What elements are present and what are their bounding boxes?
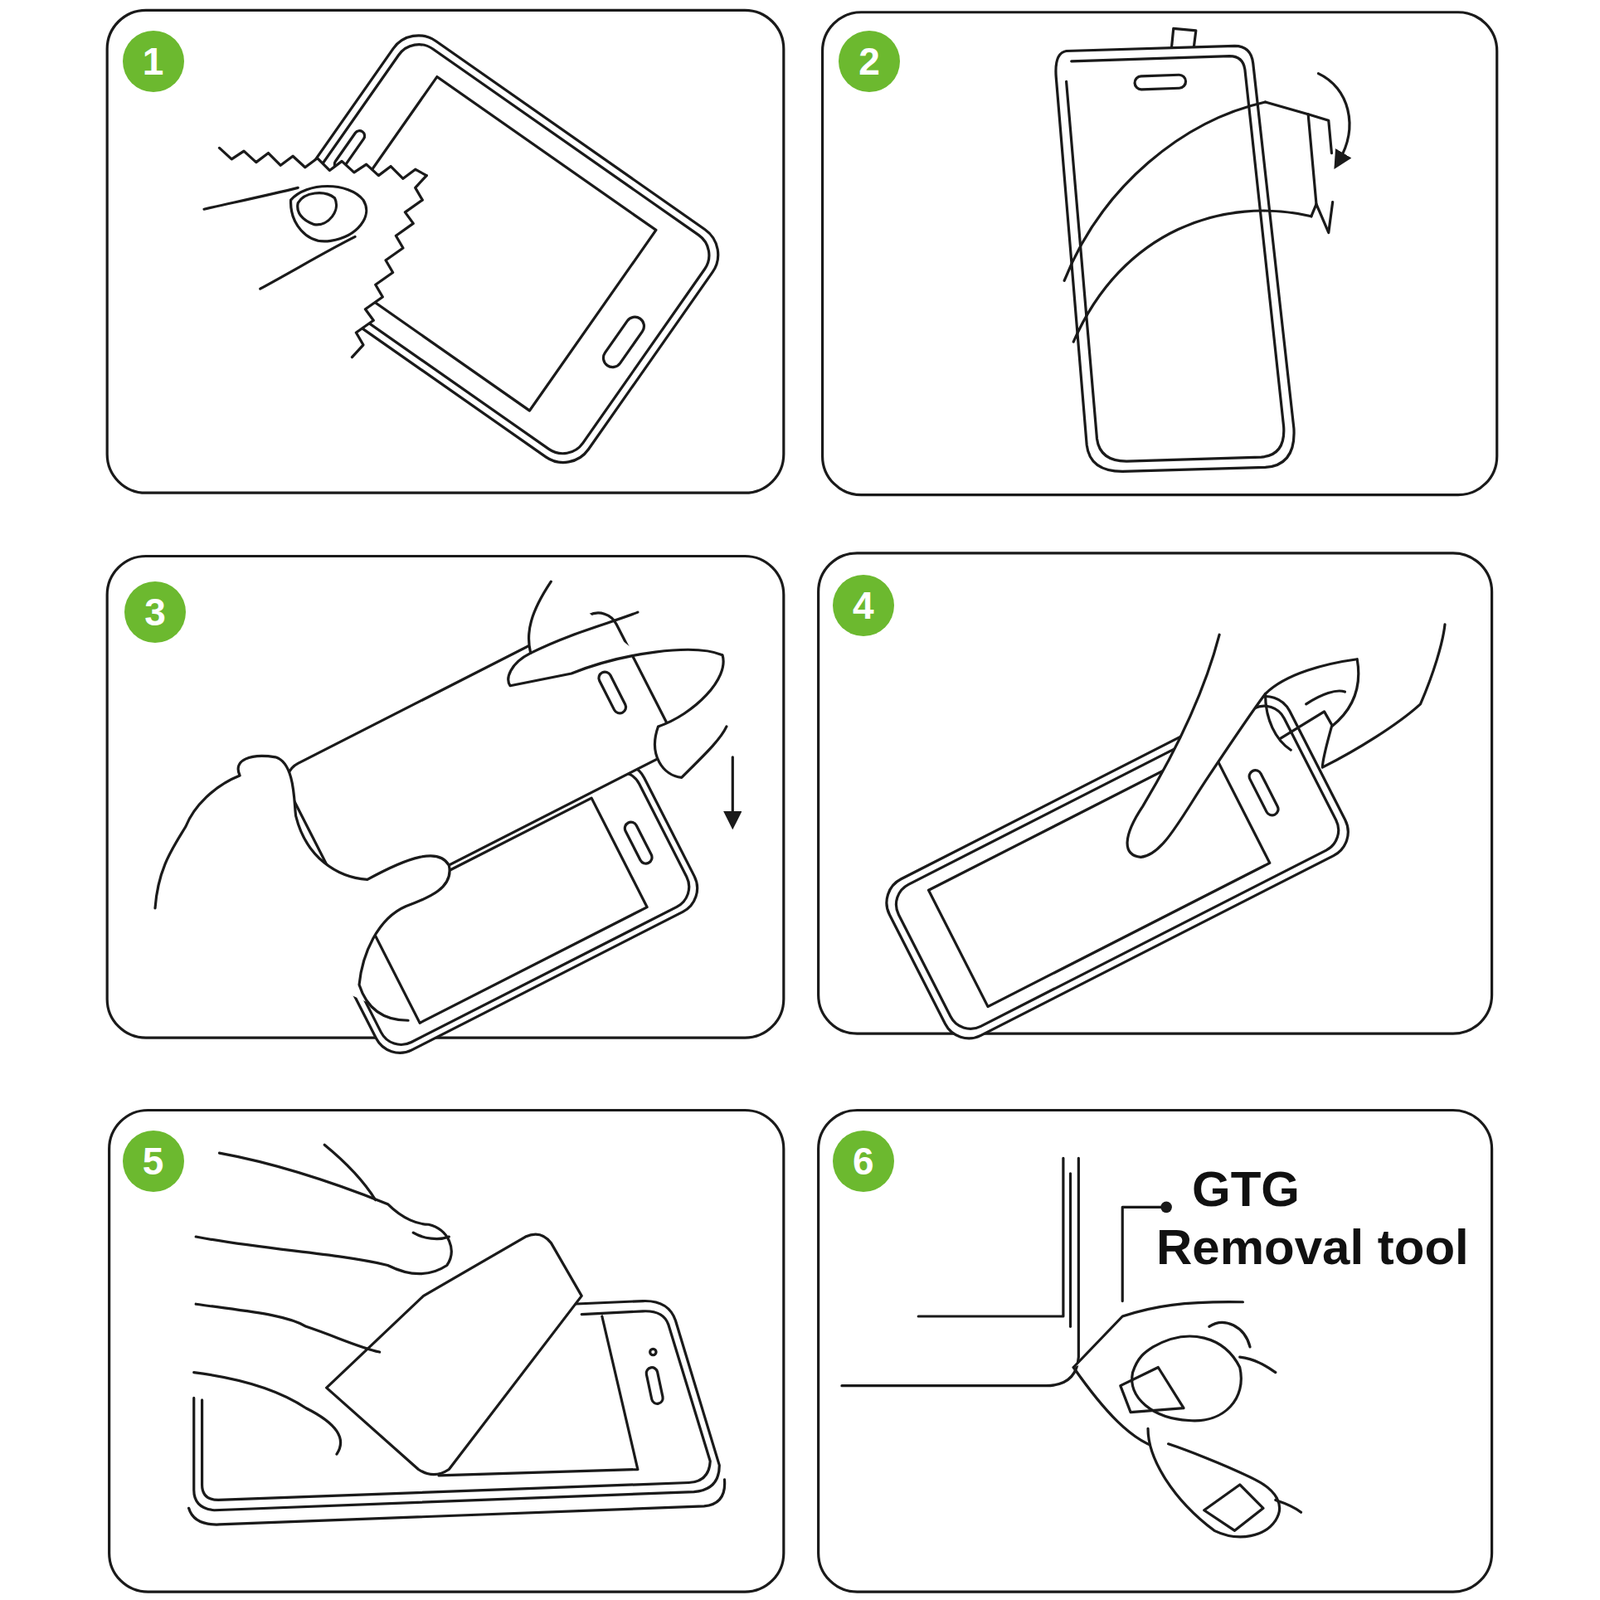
step-number: 1	[142, 42, 165, 81]
hand-drawing	[195, 1152, 452, 1274]
step-number-badge: 4	[832, 574, 895, 637]
hand-drawing	[1209, 1322, 1250, 1347]
phone-drawing	[888, 698, 1347, 1037]
glass-drawing	[596, 670, 628, 716]
panel-frame	[106, 9, 1498, 1592]
protector-drawing	[1055, 28, 1350, 472]
protector-drawing	[1066, 56, 1284, 462]
hand-drawing	[204, 186, 367, 290]
panel-frame	[106, 9, 784, 493]
phone-drawing	[189, 1479, 725, 1525]
hand-drawing	[1127, 624, 1445, 857]
hand-drawing	[260, 236, 356, 289]
protector-drawing	[1055, 45, 1294, 472]
step-number-badge: 3	[124, 581, 186, 643]
phone-drawing	[650, 1348, 657, 1355]
protector-drawing	[1308, 114, 1332, 154]
hand-drawing	[1264, 694, 1291, 751]
panel-frame	[822, 12, 1498, 496]
step-number: 5	[142, 1142, 165, 1181]
cleaning-cloth	[204, 147, 427, 367]
hand-drawing	[1204, 1484, 1264, 1531]
hand-drawing	[731, 757, 735, 821]
phone-drawing	[928, 746, 1270, 1007]
hand-drawing	[1306, 690, 1346, 705]
hand-drawing	[508, 581, 727, 778]
hand-drawing	[1275, 1499, 1302, 1513]
hand-drawing	[1127, 624, 1445, 857]
cleaning-cloth	[218, 147, 427, 179]
phone-drawing	[877, 672, 1387, 1048]
callout-label: GTG Removal tool	[1156, 1160, 1489, 1277]
phone-corner	[841, 1157, 1079, 1386]
step-number-badge: 6	[832, 1130, 895, 1192]
hand-drawing	[291, 186, 367, 242]
hand-drawing	[155, 755, 450, 1021]
step-number: 4	[852, 586, 875, 625]
hand-drawing	[1147, 1428, 1280, 1537]
hand-drawing	[530, 612, 638, 653]
phone-drawing	[622, 820, 655, 866]
protector-drawing	[1073, 210, 1312, 342]
leader-line	[1160, 1201, 1173, 1214]
protector-drawing	[1064, 102, 1265, 281]
hand-drawing	[324, 1144, 376, 1200]
protector-drawing	[1316, 202, 1333, 234]
hand-drawing	[155, 581, 733, 1021]
step-number-badge: 5	[122, 1130, 185, 1192]
protector-drawing	[1264, 102, 1317, 217]
phone-drawing	[877, 672, 1387, 1048]
hand-drawing	[1073, 1302, 1301, 1537]
phone-drawing	[645, 1366, 664, 1405]
sticker-drawing	[326, 1234, 583, 1475]
hand-drawing	[297, 193, 337, 225]
hand-drawing	[1132, 1336, 1242, 1421]
hand-drawing	[1240, 1356, 1276, 1372]
cleaning-cloth	[204, 147, 427, 367]
hand-drawing	[195, 1303, 380, 1352]
step-number-badge: 1	[122, 30, 185, 93]
step-number: 2	[858, 42, 881, 81]
protector-drawing	[1134, 74, 1187, 90]
panel-frame	[109, 1109, 784, 1592]
hand-drawing	[204, 187, 298, 210]
phone-corner	[1069, 1173, 1072, 1328]
protector-drawing	[1317, 73, 1349, 162]
sticker-drawing	[326, 1234, 583, 1475]
phone-corner	[918, 1157, 1064, 1317]
phone-drawing	[877, 687, 1357, 1048]
step-number: 3	[144, 593, 166, 632]
hand-drawing	[194, 1144, 452, 1455]
hand-drawing	[1120, 1367, 1184, 1413]
phone-drawing	[1247, 768, 1281, 818]
panel-frame	[818, 1109, 1493, 1592]
step-number: 6	[852, 1142, 875, 1181]
phone-drawing	[599, 313, 648, 371]
hand-drawing	[194, 1372, 341, 1455]
step-number-badge: 2	[838, 30, 900, 93]
hand-drawing	[413, 1232, 449, 1239]
phone-corner	[841, 1157, 1079, 1386]
